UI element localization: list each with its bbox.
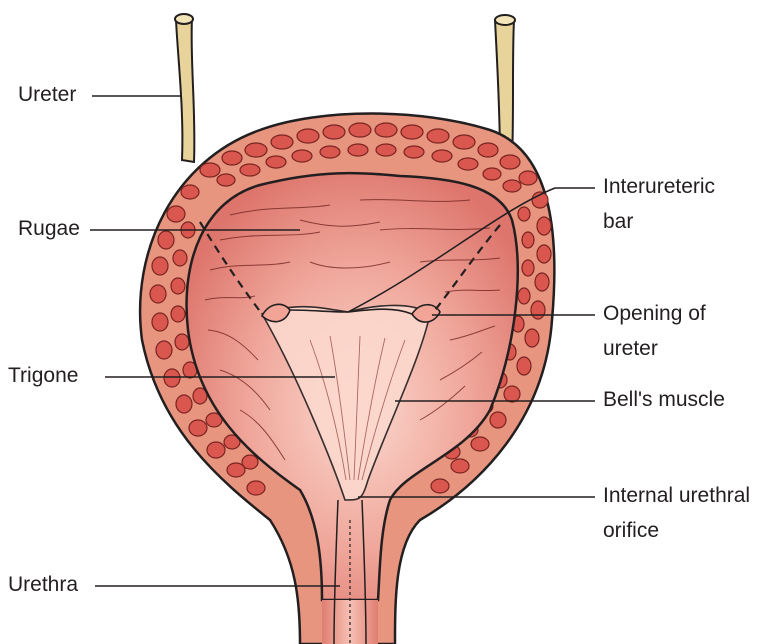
label-urethra: Urethra: [8, 573, 79, 596]
label-opening-of-ureter-line1: Opening of: [603, 302, 706, 325]
leader-lines: [90, 95, 595, 587]
right-ureteric-opening: [411, 303, 441, 323]
label-interureteric-bar-line1: Interureteric: [603, 175, 716, 198]
label-trigone: Trigone: [8, 364, 79, 387]
label-internal-urethral-orifice-line1: Internal urethral: [603, 484, 751, 507]
left-intramural-ureter: [199, 221, 263, 315]
label-internal-urethral-orifice-line2: orifice: [603, 519, 660, 542]
label-opening-of-ureter-line2: ureter: [603, 337, 658, 360]
right-ureter: [493, 14, 516, 164]
label-rugae: Rugae: [18, 217, 80, 240]
label-bells-muscle: Bell's muscle: [603, 388, 725, 411]
right-intramural-ureter: [431, 224, 501, 315]
trigone-striations: [309, 335, 406, 481]
label-ureter: Ureter: [18, 83, 77, 106]
rugae-folds: [204, 199, 501, 461]
left-ureter: [174, 13, 196, 164]
urethra-inner-lines: [333, 499, 367, 644]
label-interureteric-bar-line2: bar: [603, 210, 634, 233]
leader-interureteric-bar: [347, 187, 595, 313]
